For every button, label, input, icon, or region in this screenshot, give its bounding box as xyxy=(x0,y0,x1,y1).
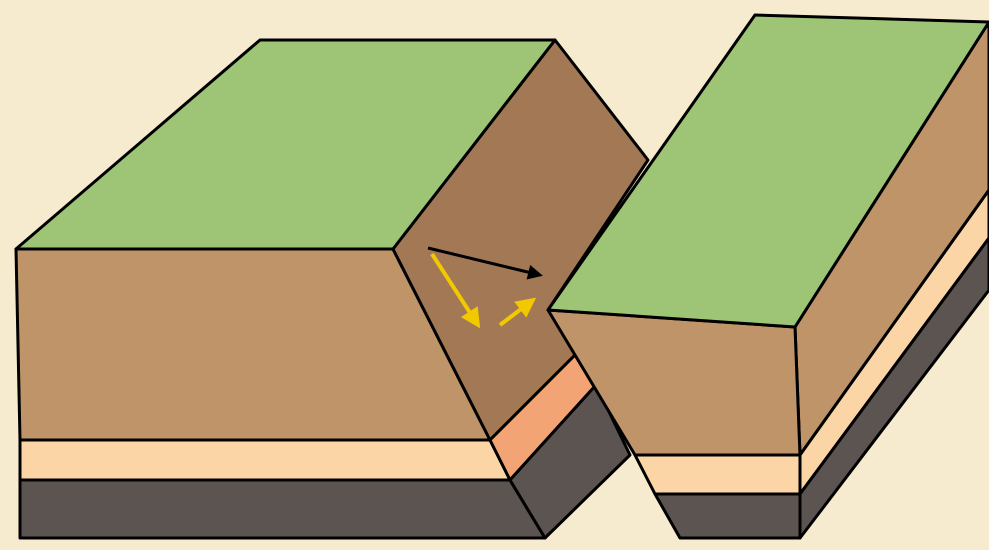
right-sand-layer xyxy=(635,455,800,494)
right-bedrock-layer xyxy=(655,494,800,538)
left-block xyxy=(16,40,648,538)
left-bedrock-layer xyxy=(20,480,545,538)
left-sand-layer xyxy=(20,440,510,480)
